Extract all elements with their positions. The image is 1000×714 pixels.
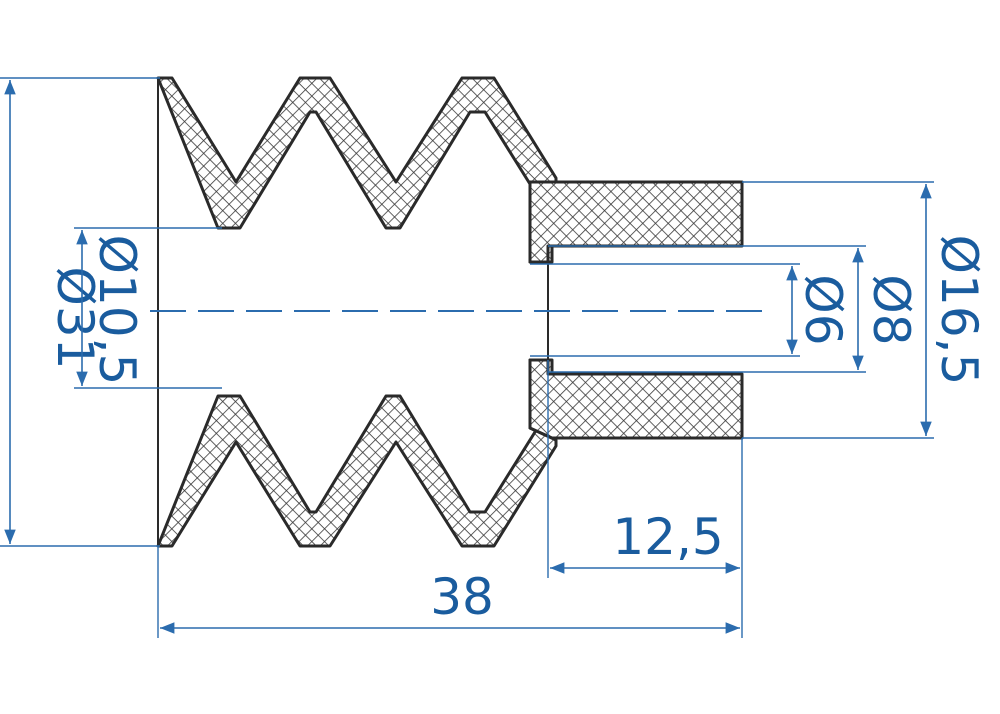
dim-outer-diameter: Ø31 <box>0 77 160 547</box>
dim-neck-length: 12,5 <box>547 360 743 638</box>
neck-length-label: 12,5 <box>612 508 723 566</box>
dim-hole-diameter: Ø6 <box>530 263 852 357</box>
upper-neck-block <box>528 180 744 264</box>
outer-diameter-label: Ø31 <box>46 267 104 370</box>
hole-diameter-label: Ø6 <box>794 274 852 345</box>
dim-bore-diameter: Ø8 <box>548 245 920 373</box>
lower-neck-block <box>528 358 744 440</box>
dim-neck-diameter: Ø16,5 <box>742 181 988 439</box>
total-length-label: 38 <box>430 568 494 626</box>
inner-diameter-label: Ø10,5 <box>88 235 146 386</box>
bore-diameter-label: Ø8 <box>862 274 920 345</box>
lower-bellows-wall <box>156 358 558 548</box>
upper-bellows-wall <box>156 76 558 264</box>
dim-inner-diameter: Ø10,5 <box>74 227 222 389</box>
neck-diameter-label: Ø16,5 <box>930 235 988 386</box>
dim-total-length: 38 <box>157 546 740 638</box>
